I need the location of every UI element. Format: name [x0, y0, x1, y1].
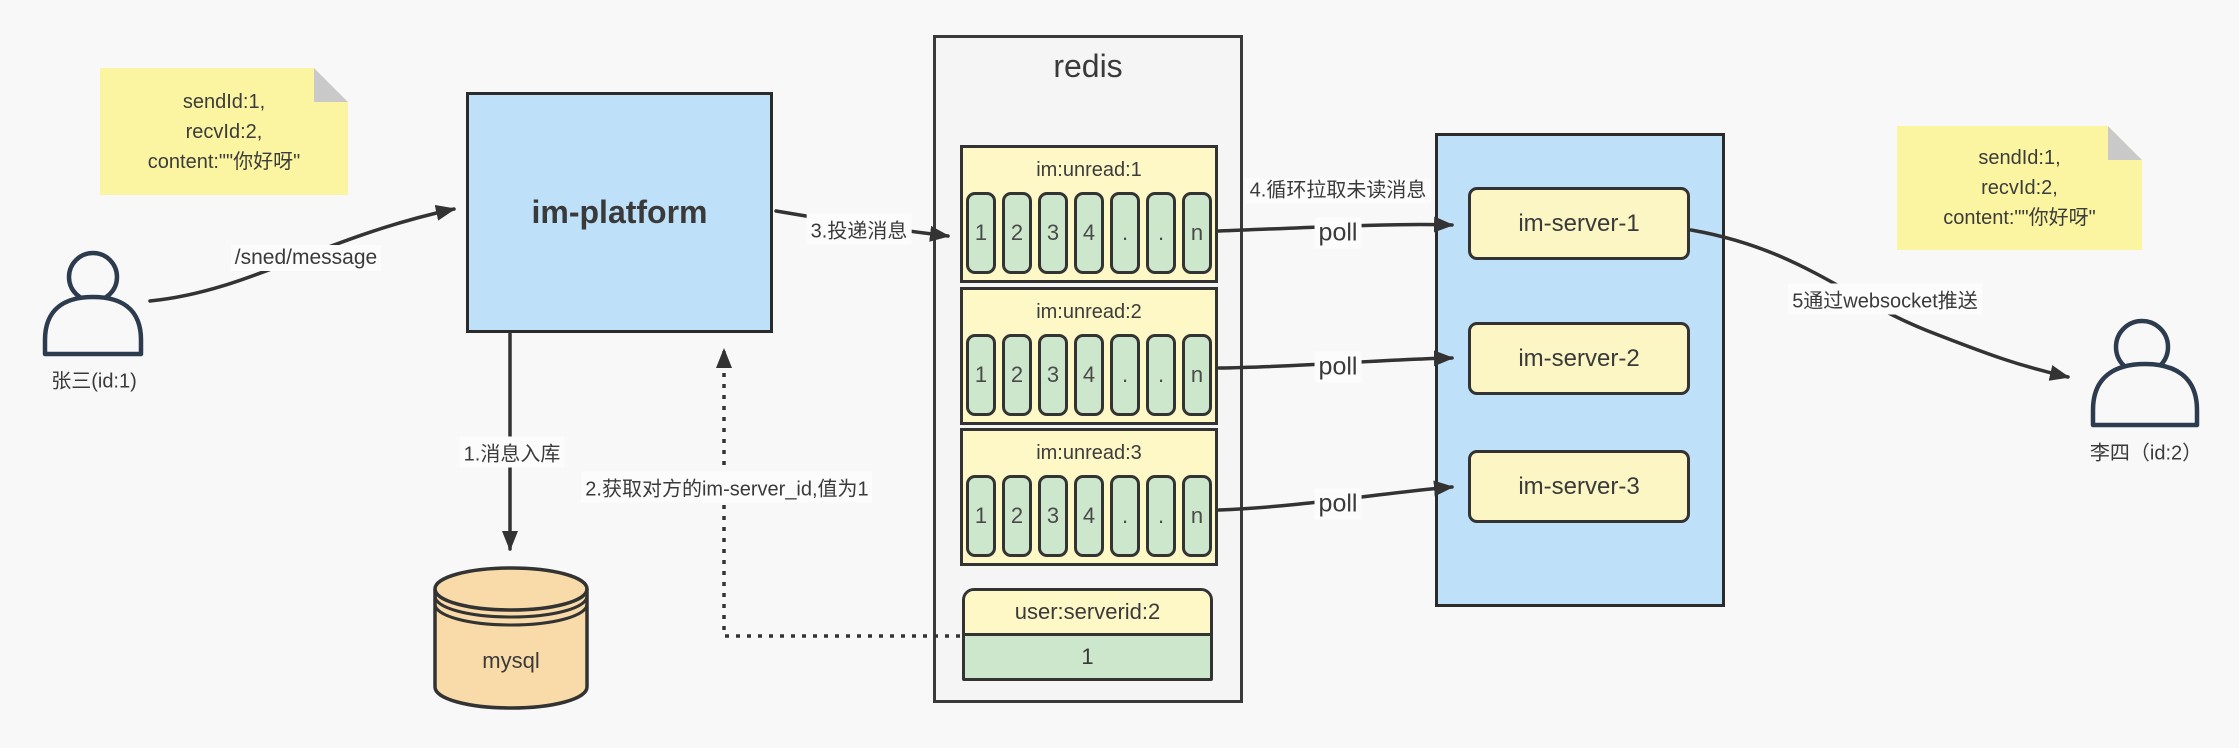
- queue-cells: 1 2 3 4 . . n: [966, 192, 1212, 274]
- queue-cell: .: [1146, 475, 1176, 557]
- node-im-server-3: im-server-3: [1468, 450, 1690, 523]
- node-im-server-1: im-server-1: [1468, 187, 1690, 260]
- edge-label-poll-3: poll: [1314, 488, 1362, 520]
- note-line: recvId:2,: [1981, 177, 2058, 199]
- note-fold-icon: [2108, 126, 2142, 160]
- node-mysql-label: mysql: [482, 648, 540, 673]
- edge-label-step4: 4.循环拉取未读消息: [1245, 178, 1431, 204]
- queue-cell: .: [1110, 192, 1140, 274]
- redis-title: redis: [1053, 48, 1123, 84]
- queue-cell: 2: [1002, 192, 1032, 274]
- queue-cell: 1: [966, 334, 996, 416]
- queue-cell: n: [1182, 334, 1212, 416]
- node-im-platform: im-platform: [466, 92, 773, 333]
- mysql-cylinder-icon: [433, 566, 589, 710]
- node-im-platform-label: im-platform: [531, 194, 708, 230]
- note-line: sendId:1,: [1978, 147, 2061, 169]
- queue-cell: 4: [1074, 334, 1104, 416]
- queue-cell: 2: [1002, 334, 1032, 416]
- queue-cell: 3: [1038, 192, 1068, 274]
- queue-label: im:unread:3: [1036, 441, 1142, 464]
- user-icon-receiver: [2090, 318, 2200, 428]
- queue-cell: n: [1182, 192, 1212, 274]
- queue-cell: 3: [1038, 334, 1068, 416]
- queue-cells: 1 2 3 4 . . n: [966, 475, 1212, 557]
- user-serverid-label: user:serverid:2: [965, 591, 1210, 636]
- user-serverid-map: user:serverid:2 1: [962, 588, 1213, 681]
- edge-label-step5: 5通过websocket推送: [1788, 283, 1982, 315]
- queue-cell: .: [1110, 475, 1140, 557]
- edge-label-send-message: /sned/message: [230, 245, 382, 271]
- actor-sender-label: 张三(id:1): [51, 370, 137, 393]
- queue-cell: .: [1110, 334, 1140, 416]
- queue-cell: 1: [966, 475, 996, 557]
- queue-cell: n: [1182, 475, 1212, 557]
- node-im-server-2: im-server-2: [1468, 322, 1690, 395]
- queue-cells: 1 2 3 4 . . n: [966, 334, 1212, 416]
- note-line: sendId:1,: [182, 90, 266, 113]
- note-line: content:""你好呀": [1943, 207, 2096, 229]
- container-redis: redis im:unread:1 1 2 3 4 . . n im:unrea…: [933, 35, 1243, 703]
- user-icon-sender: [42, 250, 144, 357]
- note-fold-icon: [314, 68, 348, 102]
- queue-cell: 1: [966, 192, 996, 274]
- queue-cell: .: [1146, 192, 1176, 274]
- edge-label-poll-2: poll: [1314, 351, 1362, 383]
- queue-cell: 4: [1074, 475, 1104, 557]
- queue-label: im:unread:2: [1036, 300, 1142, 323]
- edge-label-step3: 3.投递消息: [806, 213, 912, 245]
- edge-label-poll-1: poll: [1314, 217, 1362, 249]
- actor-receiver-label: 李四（id:2）: [2089, 442, 2203, 465]
- note-line: content:""你好呀": [147, 150, 301, 173]
- queue-cell: 3: [1038, 475, 1068, 557]
- sticky-note-receiver: sendId:1, recvId:2, content:""你好呀": [1897, 126, 2142, 250]
- queue-im-unread-2: im:unread:2 1 2 3 4 . . n: [960, 287, 1218, 425]
- edge-label-step1: 1.消息入库: [459, 436, 565, 468]
- sticky-note-sender: sendId:1, recvId:2, content:""你好呀": [100, 68, 348, 195]
- queue-im-unread-1: im:unread:1 1 2 3 4 . . n: [960, 145, 1218, 283]
- container-im-server-cluster: im-server-1 im-server-2 im-server-3: [1435, 133, 1725, 607]
- queue-cell: .: [1146, 334, 1176, 416]
- queue-cell: 2: [1002, 475, 1032, 557]
- queue-cell: 4: [1074, 192, 1104, 274]
- edge-label-step2: 2.获取对方的im-server_id,值为1: [581, 471, 873, 503]
- queue-label: im:unread:1: [1036, 158, 1142, 181]
- user-serverid-value: 1: [965, 636, 1210, 678]
- note-line: recvId:2,: [185, 120, 263, 143]
- queue-im-unread-3: im:unread:3 1 2 3 4 . . n: [960, 428, 1218, 566]
